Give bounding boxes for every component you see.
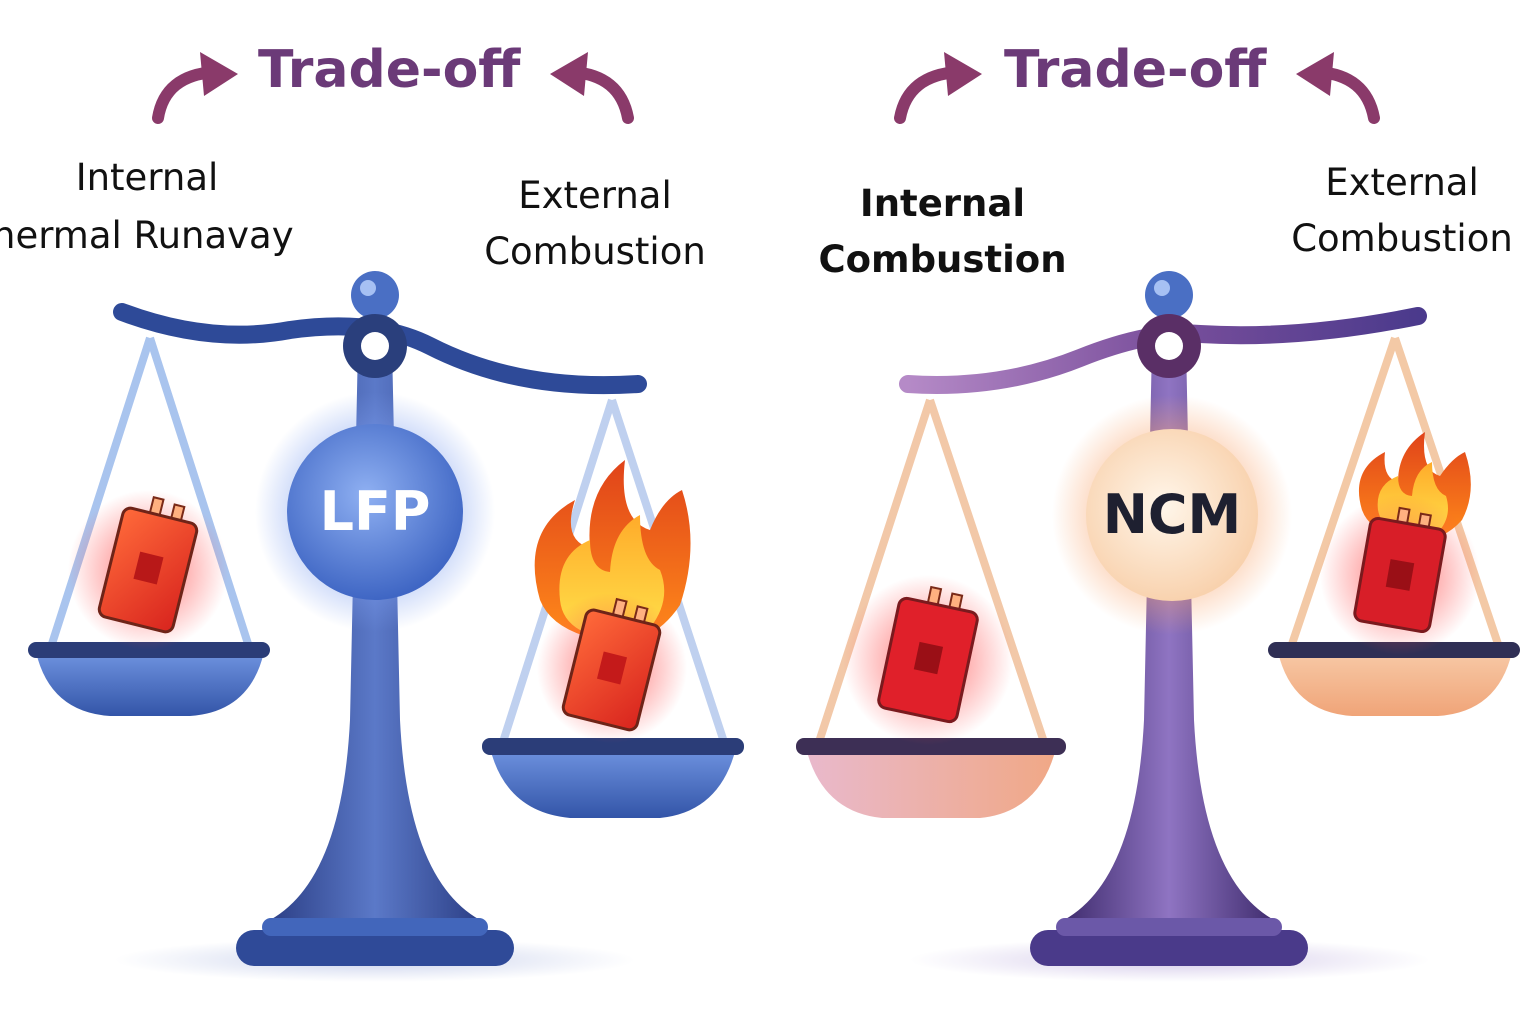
battery-cell-icon [843,575,1013,745]
pan-string [146,336,254,652]
battery-cell-icon [537,593,687,743]
tradeoff-title-left: Trade-off [258,40,521,100]
pan-string [1286,336,1399,652]
tradeoff-title-right: Trade-off [1004,40,1267,100]
ncm-orb [1086,429,1258,601]
ncm-left-label: Internal Combustion [805,176,1080,288]
ncm-right-label: External Combustion [1272,155,1532,267]
left-pan [36,652,264,716]
lfp-right-label-line1: External [518,174,672,217]
scale-base [1030,930,1308,966]
left-pan-rim [28,642,270,658]
scale-base [236,930,514,966]
curved-arrow-icon-head [1296,52,1334,96]
ncm-left-label-line2: Combustion [818,238,1067,281]
lfp-orb-label: LFP [319,480,431,543]
curved-arrow-icon-head [944,52,982,96]
curved-arrow-icon-head [200,52,238,96]
scale-top-knob [1145,271,1193,319]
ncm-right-label-line1: External [1325,161,1479,204]
lfp-left-label-line2: hermal Runavay [0,214,294,257]
right-pan [490,748,736,818]
pan-string [926,398,1049,747]
lfp-right-label-line2: Combustion [484,230,706,273]
lfp-left-label: Internal [0,150,300,206]
left-pan [806,748,1056,818]
lfp-orb [287,424,463,600]
lfp-scale [28,52,744,982]
lfp-right-label: External Combustion [470,168,720,280]
ncm-scale [796,52,1520,982]
lfp-left-label-line1: Internal [75,156,219,199]
ncm-left-label-line1: Internal [859,182,1026,225]
ncm-orb-label: NCM [1102,483,1242,546]
right-pan [1278,652,1512,716]
battery-cell-icon [68,490,228,650]
scale-stand [270,345,480,920]
battery-cell-icon [1320,495,1480,655]
curved-arrow-icon-head [550,52,588,96]
left-pan-rim [796,738,1066,755]
right-pan-rim [482,738,744,755]
scale-top-knob [351,271,399,319]
ncm-right-label-line2: Combustion [1291,217,1513,260]
pan-string [814,398,934,747]
pan-string [46,336,154,652]
